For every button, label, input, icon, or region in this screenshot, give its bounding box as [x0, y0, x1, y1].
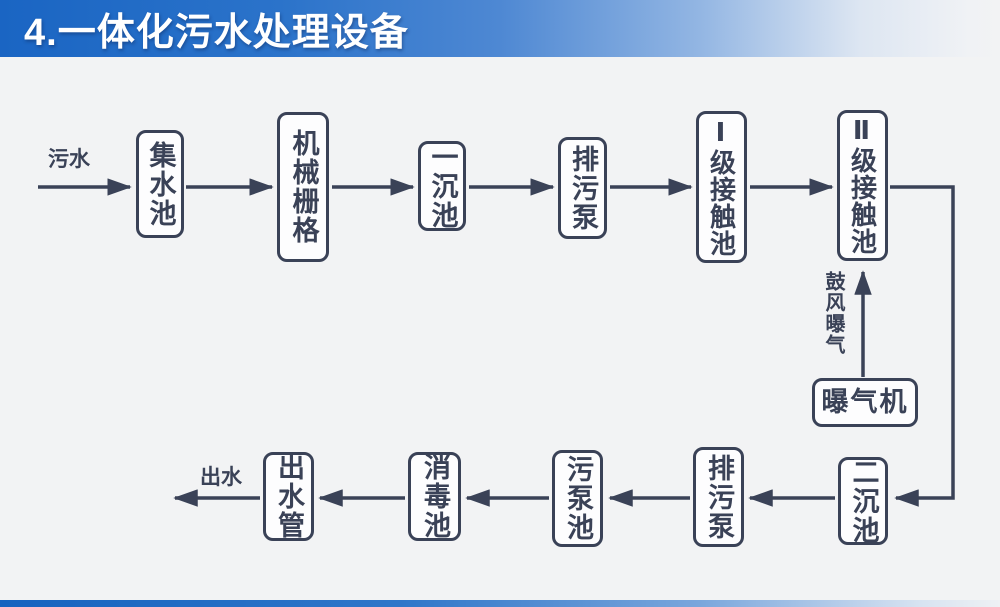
outflow-label: 出水 [200, 466, 242, 489]
node-disinfection-tank: 消毒池 [408, 452, 461, 541]
node-aerator: 曝气机 [812, 378, 918, 427]
node-label: Ⅱ级接触池 [847, 116, 878, 255]
node-sewage-pump-bottom: 排污泵 [693, 447, 744, 547]
node-outlet-pipe: 出水管 [263, 452, 314, 541]
node-sewage-pump-top: 排污泵 [558, 137, 607, 239]
page-title: 4.一体化污水处理设备 [24, 12, 409, 54]
node-primary-sedimentation-tank: 一沉池 [418, 141, 466, 231]
bottom-accent-bar [0, 600, 1000, 607]
aeration-label: 鼓风曝气 [822, 271, 844, 355]
node-label: Ⅰ级接触池 [706, 117, 737, 257]
node-label: 消毒池 [420, 453, 450, 540]
node-label: 排污泵 [568, 144, 598, 232]
node-label: 机械栅格 [288, 129, 319, 245]
inflow-label: 污水 [48, 148, 90, 171]
node-label: 污泵池 [563, 455, 593, 542]
node-label: 集水池 [145, 140, 176, 228]
node-stage1-contact-tank: Ⅰ级接触池 [696, 111, 747, 263]
node-collection-tank: 集水池 [136, 130, 184, 238]
node-label: 出水管 [274, 453, 304, 540]
node-label: 曝气机 [821, 387, 909, 417]
node-label: 一沉池 [427, 142, 458, 230]
elbow-stage2-contact-to-secondary-sedimentation [890, 185, 955, 507]
node-stage2-contact-tank: Ⅱ级接触池 [837, 110, 888, 261]
node-mechanical-grid: 机械栅格 [277, 112, 329, 262]
node-secondary-sedimentation-tank: 二沉池 [838, 457, 888, 545]
node-label: 排污泵 [704, 453, 734, 541]
title-bar: 4.一体化污水处理设备 [0, 0, 1000, 57]
node-sewage-pump-tank: 污泵池 [552, 450, 603, 547]
node-label: 二沉池 [848, 457, 879, 545]
